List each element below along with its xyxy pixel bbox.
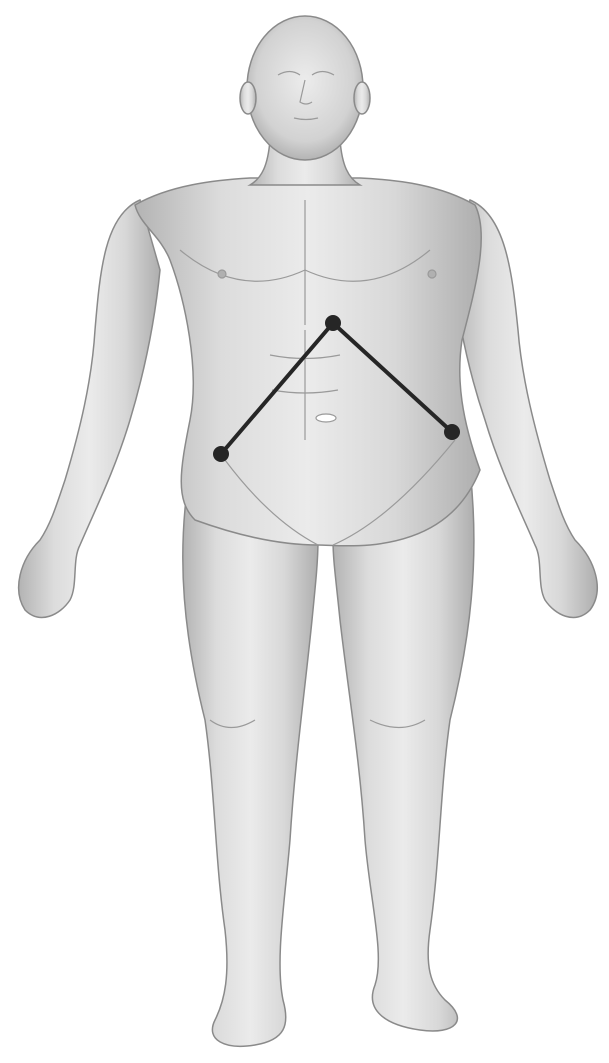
- left-nipple: [428, 270, 436, 278]
- head: [247, 16, 363, 160]
- body-silhouette: [19, 16, 598, 1046]
- torso: [135, 178, 481, 546]
- right-arm: [19, 200, 160, 617]
- right-leg: [183, 470, 318, 1046]
- right-nipple: [218, 270, 226, 278]
- marker-left-iliac-crest: [444, 424, 460, 440]
- marker-right-iliac-crest: [213, 446, 229, 462]
- right-ear: [240, 82, 256, 114]
- navel: [316, 414, 336, 422]
- marker-xiphoid-process: [325, 315, 341, 331]
- left-leg: [333, 470, 474, 1031]
- left-ear: [354, 82, 370, 114]
